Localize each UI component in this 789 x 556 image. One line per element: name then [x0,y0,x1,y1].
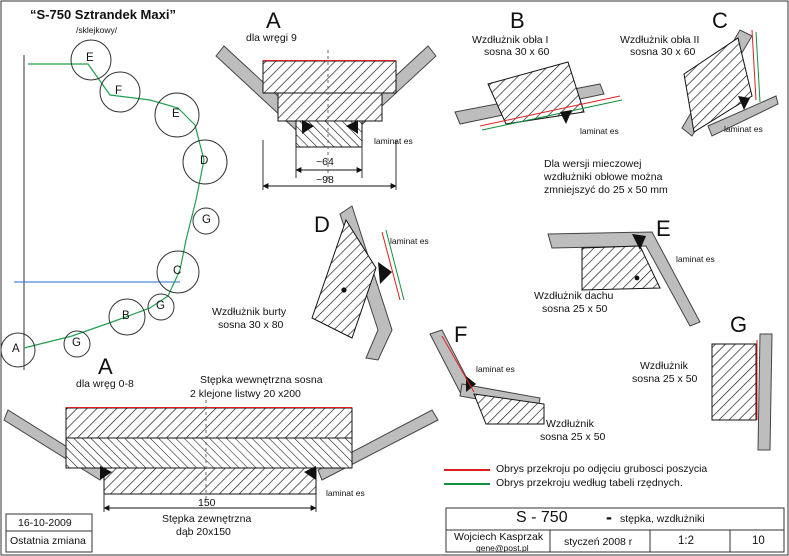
view-c-caption-2: sosna 30 x 60 [630,46,696,58]
author-name: Wojciech Kasprzak [454,531,544,543]
view-a-bottom-caption: dla wręg 0-8 [76,378,134,390]
drawing-scale: 1:2 [678,535,694,547]
view-e-caption-2: sosna 25 x 50 [542,303,608,315]
view-c [681,29,779,137]
view-b [454,61,623,131]
title-dash: - [606,507,612,527]
view-b-caption-1: Wzdłużnik obła I [472,34,549,46]
view-b-caption-2: sosna 30 x 60 [484,46,550,58]
view-a-top-dim-outer: ~98 [316,174,334,186]
last-change-label: Ostatnia zmiana [10,535,86,547]
section-label-g3: G [72,337,81,349]
section-label-e2: E [172,108,180,120]
view-g-letter: G [730,312,748,337]
view-f-caption-2: sosna 25 x 50 [540,431,606,443]
view-f-caption-1: Wzdłużnik [546,418,594,430]
view-e-laminat: laminat es [676,254,715,264]
note-line-3: zmniejszyć do 25 x 50 mm [544,184,668,196]
view-d [311,205,405,361]
inner-keel-line-2: 2 klejone listwy 20 x200 [190,388,301,400]
view-a-bottom-dim: 150 [198,497,216,509]
view-g-caption-2: sosna 25 x 50 [632,373,698,385]
section-label-c: C [173,265,182,277]
section-label-d: D [200,155,209,167]
view-f [429,329,545,425]
note-line-2: wzdłużniki obłowe można [544,171,663,183]
section-label-a: A [12,343,20,355]
sheet-number: 10 [752,535,765,547]
view-d-letter: D [314,212,330,237]
section-label-e1: E [86,52,94,64]
view-a-top-letter: A [266,8,281,33]
section-label-g1: G [202,214,211,226]
view-c-letter: C [712,8,728,33]
view-e-caption-1: Wzdłużnik dachu [534,290,614,302]
outer-keel-line-1: Stępka zewnętrzna [162,513,252,525]
view-b-letter: B [510,8,525,33]
view-a-top [215,45,437,190]
view-f-laminat: laminat es [476,364,515,374]
view-a-top-laminat: laminat es [374,136,413,146]
outer-keel-line-2: dąb 20x150 [176,526,231,538]
view-a-bottom-laminat: laminat es [326,488,365,498]
view-a-top-dim-inner: ~64 [316,156,334,168]
view-d-laminat: laminat es [390,236,429,246]
view-e [547,231,701,327]
author-email: gene@post.pl [476,543,529,553]
view-b-laminat: laminat es [580,126,619,136]
view-c-laminat: laminat es [724,124,763,134]
view-a-top-caption: dla wręgi 9 [246,32,297,44]
section-label-g2: G [156,300,165,312]
legend-green-label: Obrys przekroju według tabeli rzędnych. [496,477,683,489]
view-a-bottom [3,400,439,512]
view-g-caption-1: Wzdłużnik [640,360,688,372]
legend-red-label: Obrys przekroju po odjęciu grubosci posz… [496,463,708,475]
title-block-grid [5,507,785,553]
view-e-letter: E [656,216,671,241]
drawing-subtitle: /sklejkowy/ [76,25,118,35]
view-d-caption-1: Wzdłużnik burty [212,306,287,318]
sheet-description: stępka, wzdłużniki [620,513,705,525]
view-d-caption-2: sosna 30 x 80 [218,319,284,331]
view-a-bottom-letter: A [98,354,113,379]
section-label-b: B [122,310,130,322]
frame-overview [0,39,228,370]
drawing-date: styczeń 2008 r [564,536,633,548]
view-g [711,333,773,451]
revision-date: 16-10-2009 [18,517,72,529]
view-f-letter: F [454,322,468,347]
note-line-1: Dla wersji mieczowej [544,158,642,170]
view-c-caption-1: Wzdłużnik obła II [620,34,700,46]
model-name: S - 750 [516,509,568,526]
section-label-f: F [115,85,123,97]
inner-keel-line-1: Stępka wewnętrzna sosna [200,374,323,386]
drawing-title: “S-750 Sztrandek Maxi” [30,7,176,22]
